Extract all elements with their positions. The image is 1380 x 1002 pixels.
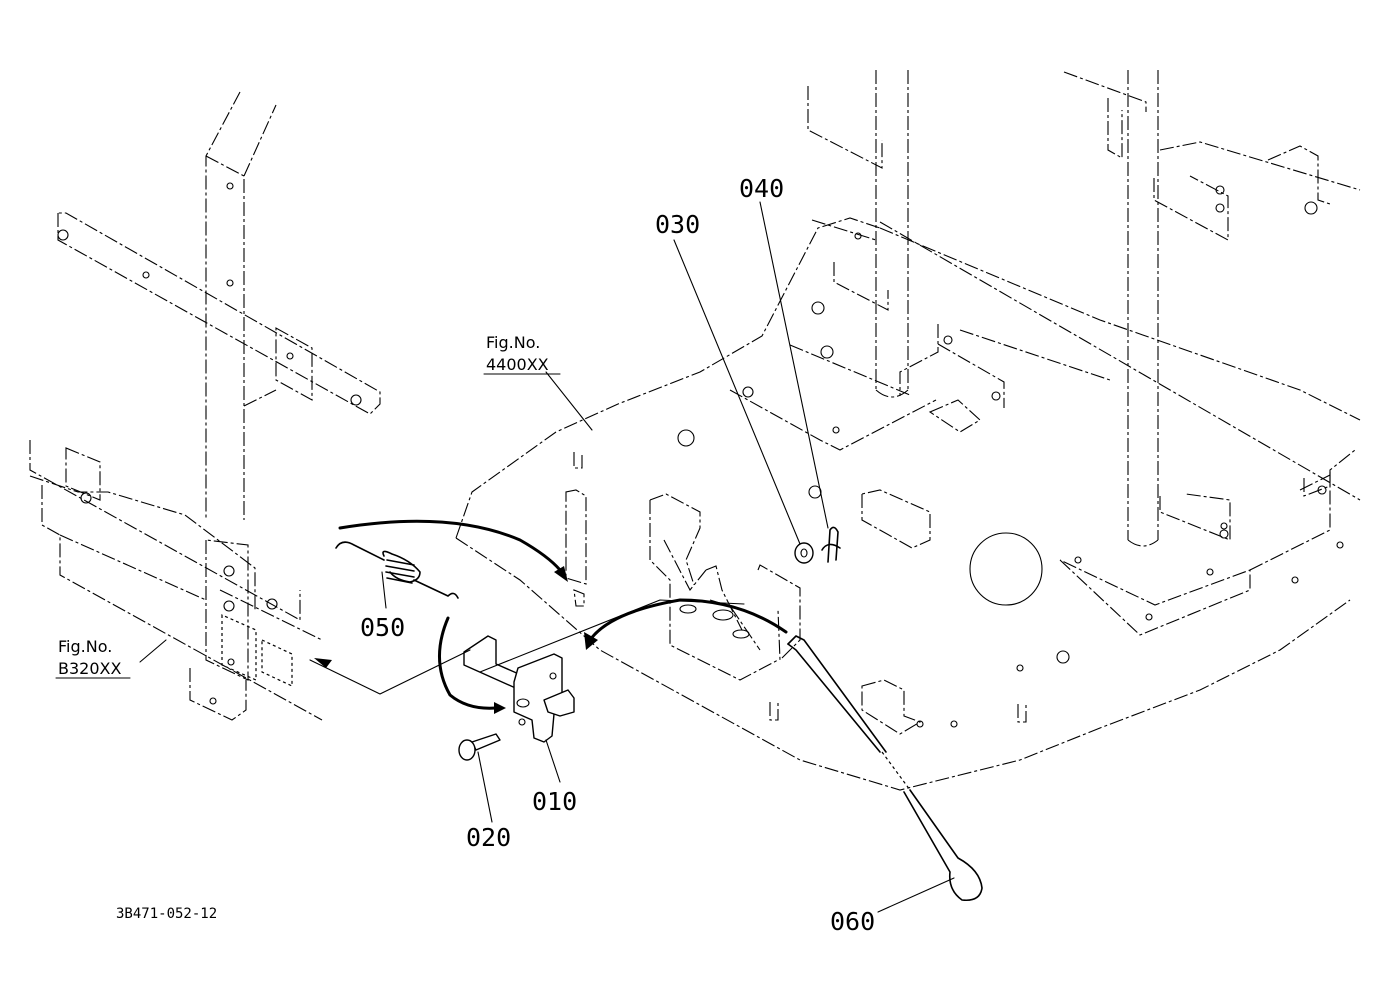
left-frame-phantom	[29, 91, 381, 721]
drawing-code: 3B471-052-12	[116, 906, 217, 922]
part-spring-050	[335, 541, 459, 599]
callout-labels: 010 020 030 040 050 060	[360, 174, 875, 936]
right-frame-phantom	[807, 70, 1361, 547]
callout-060: 060	[830, 907, 875, 936]
callout-010: 010	[532, 787, 577, 816]
part-bracket-010	[463, 635, 575, 743]
assembly-arrows	[309, 519, 788, 714]
part-washer-030	[794, 542, 814, 564]
part-clip-040	[821, 526, 841, 563]
fig-ref-4400-line2: 4400XX	[486, 355, 549, 374]
callout-020: 020	[466, 823, 511, 852]
callout-040: 040	[739, 174, 784, 203]
fig-ref-4400-line1: Fig.No.	[486, 333, 540, 352]
mounting-bracket-phantom	[565, 489, 801, 681]
callout-050: 050	[360, 613, 405, 642]
fig-ref-b320-line2: B320XX	[58, 659, 121, 678]
leader-lines	[55, 201, 955, 913]
part-pin-020	[458, 733, 501, 761]
fig-ref-b320-line1: Fig.No.	[58, 637, 112, 656]
floor-plate-phantom	[455, 217, 1361, 791]
callout-030: 030	[655, 210, 700, 239]
figure-references: Fig.No. 4400XX Fig.No. B320XX	[58, 333, 549, 678]
part-rod-060	[787, 635, 983, 902]
